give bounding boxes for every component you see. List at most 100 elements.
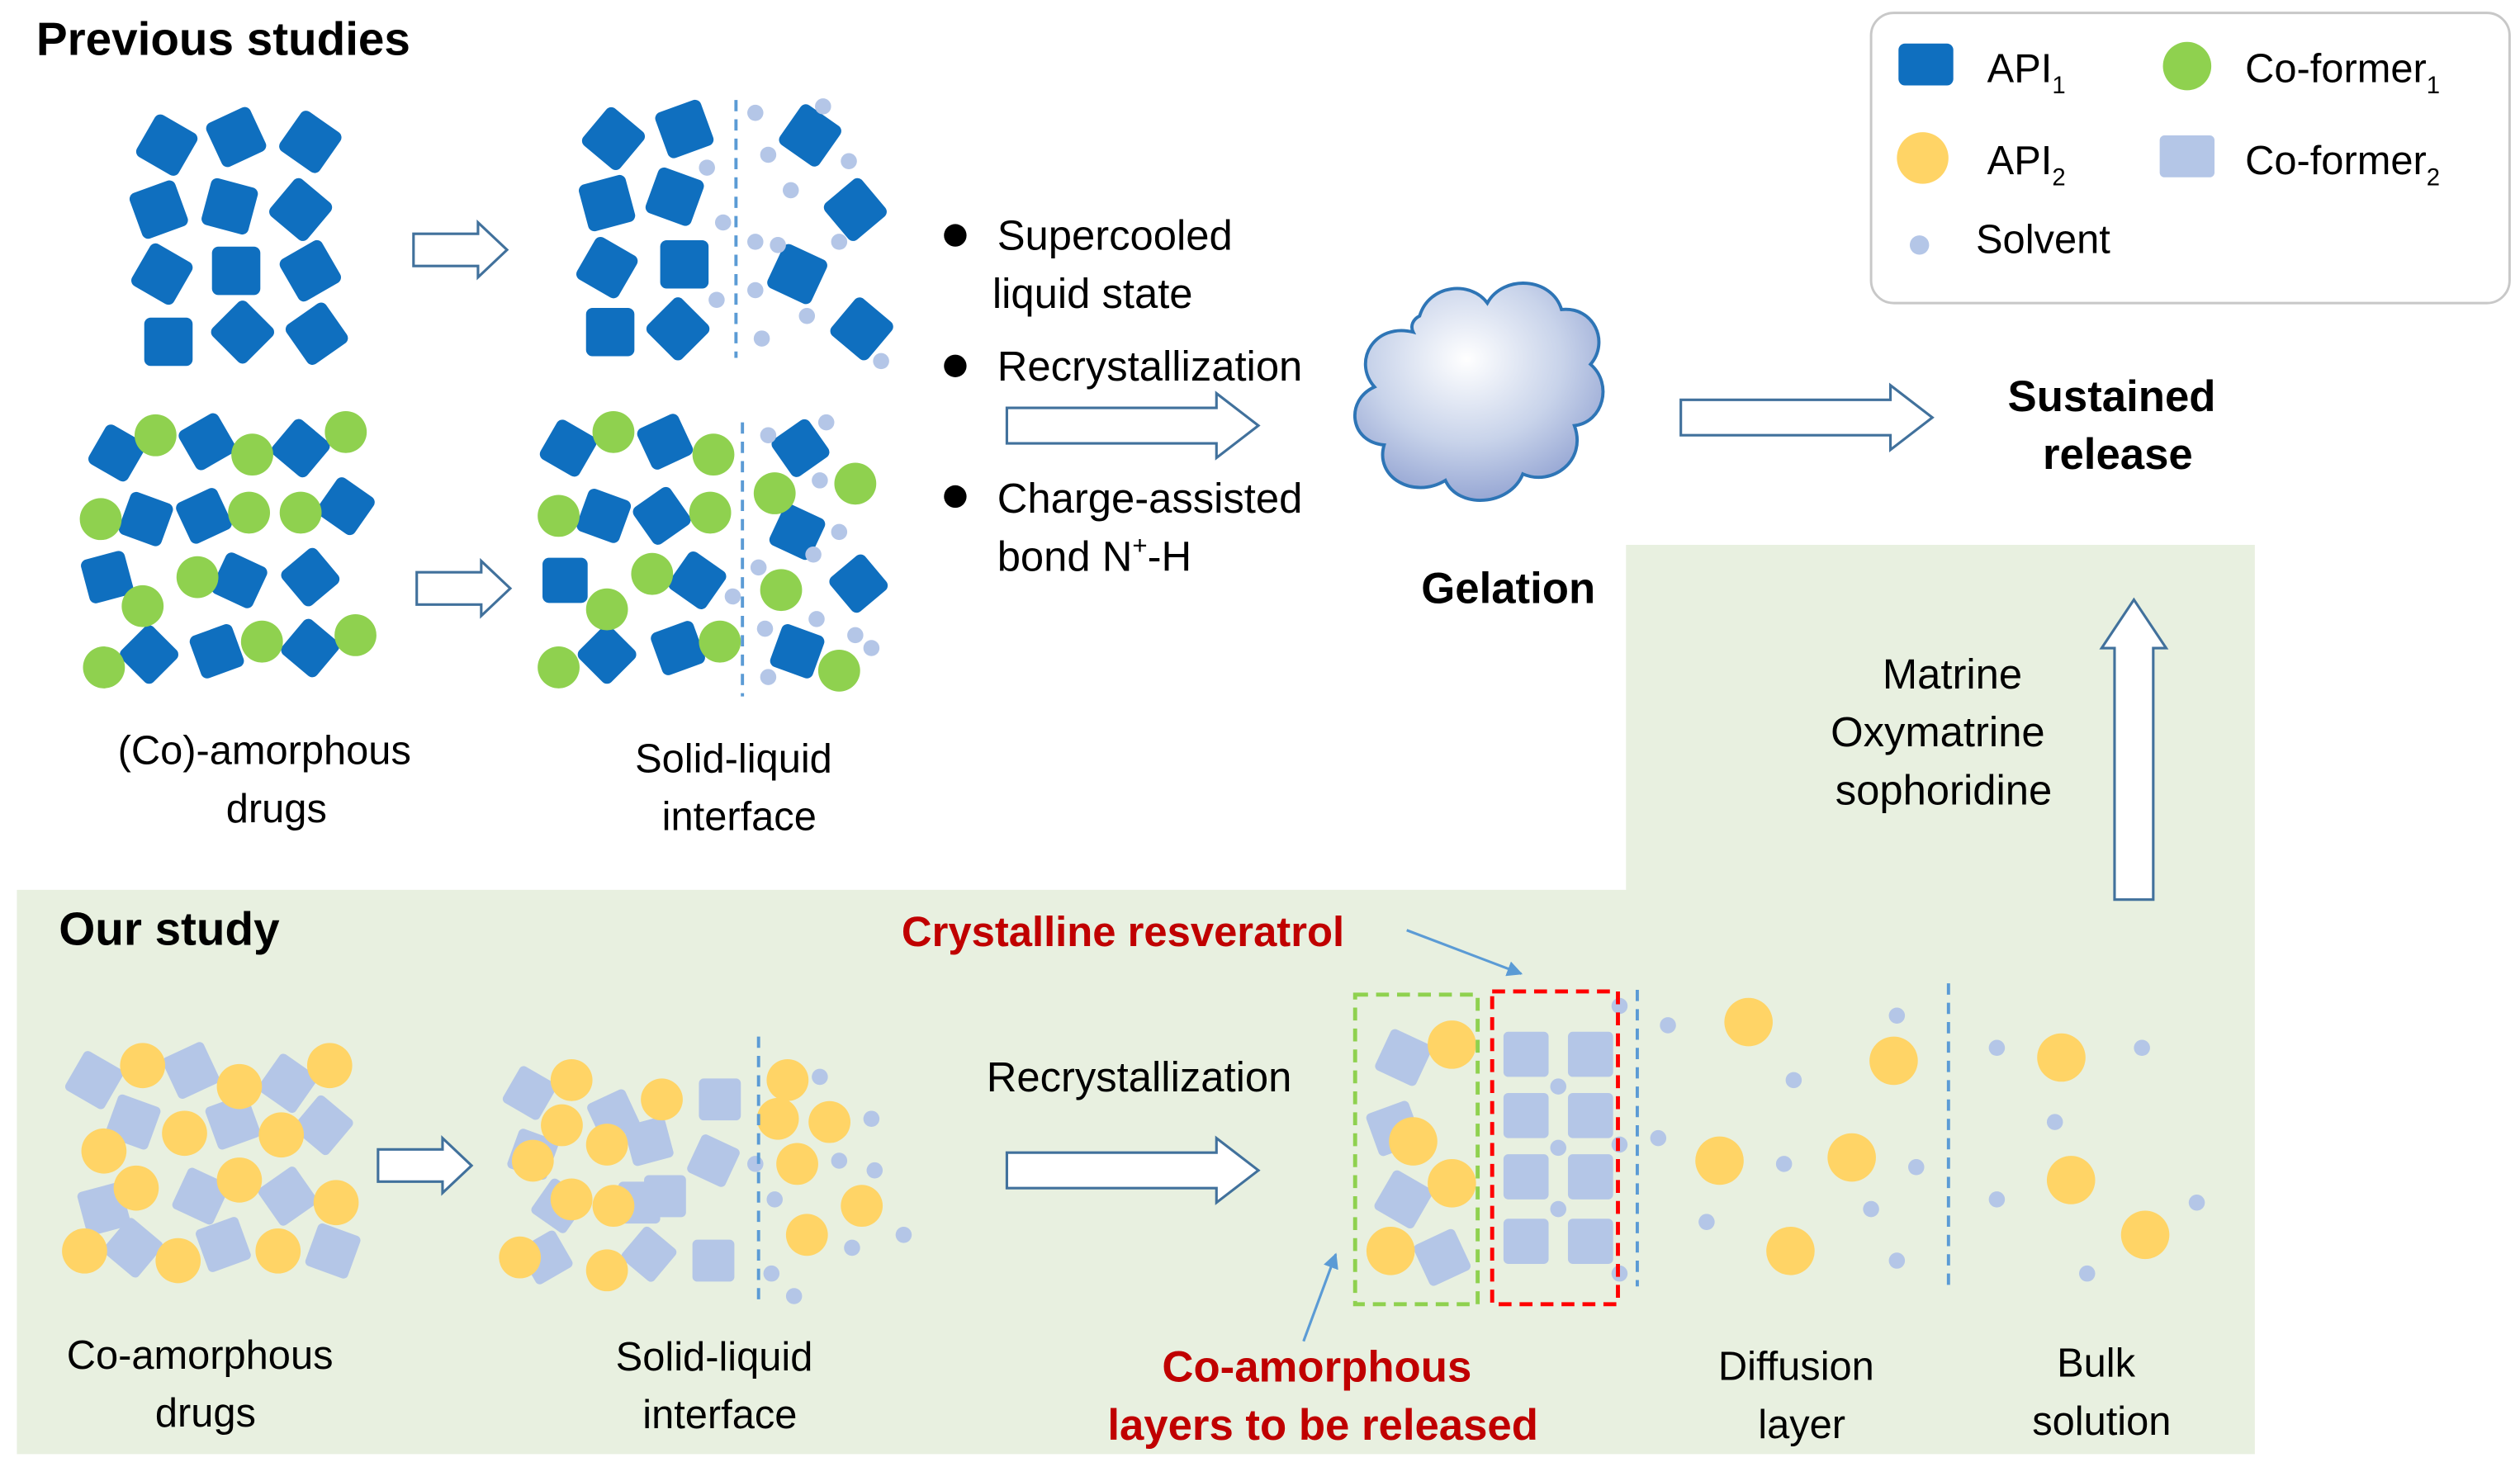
solvent-particle	[808, 611, 825, 627]
coformer1-particle	[279, 491, 322, 534]
solvent-particle	[847, 627, 864, 644]
api1-particle	[779, 104, 841, 167]
coformer2-particle	[305, 1223, 361, 1279]
api1-particle	[585, 307, 635, 357]
solvent-particle	[760, 146, 777, 163]
block-arrow	[412, 219, 509, 281]
api1-particle	[576, 489, 632, 543]
legend: API1 Co-former1 API2 Co-former2 Solvent	[1869, 12, 2511, 305]
solvent-particle	[2078, 1265, 2096, 1282]
solvent-particle	[1698, 1214, 1715, 1230]
coformer1-particle	[121, 584, 164, 627]
legend-api2-label: API2	[1987, 139, 2066, 192]
solvent-particle	[1660, 1017, 1676, 1034]
solvent-particle	[760, 427, 777, 444]
coformer2-particle	[102, 1218, 163, 1278]
our-amorphous-caption: Co-amorphous drugs	[67, 1333, 344, 1436]
api1-particle	[131, 243, 193, 305]
api1-particle	[88, 424, 145, 482]
api2-particle	[785, 1214, 828, 1256]
coformer1-particle	[834, 462, 877, 505]
api1-particle	[120, 625, 178, 684]
solvent-particle	[747, 104, 764, 121]
coformer1-particle	[538, 495, 580, 537]
crystal-coformer2-particle	[1567, 1031, 1613, 1077]
api2-particle	[306, 1043, 353, 1089]
coformer2-particle	[64, 1051, 124, 1110]
api1-particle	[651, 621, 705, 675]
api2-particle	[1695, 1136, 1744, 1185]
solvent-particle	[812, 472, 828, 489]
solvent-particle	[1888, 1007, 1906, 1024]
solvent-particle	[812, 1068, 828, 1086]
api2-particle	[2120, 1210, 2170, 1260]
coformer2-particle	[172, 1167, 230, 1225]
crystal-coformer2-particle	[1503, 1154, 1549, 1200]
crystal-coformer2-particle	[1567, 1219, 1613, 1264]
solvent-particle	[2134, 1039, 2150, 1057]
api1-particle	[823, 177, 887, 241]
coformer1-particle	[231, 433, 273, 476]
api1-particle	[577, 625, 637, 684]
api1-particle	[771, 419, 830, 477]
our-interface-caption: Solid-liquid interface	[616, 1335, 824, 1437]
api1-particle	[660, 239, 709, 289]
coformer1-particle	[228, 491, 271, 534]
api1-particle	[316, 477, 375, 536]
solvent-particle	[770, 237, 786, 253]
api2-particle	[841, 1185, 883, 1228]
api2-particle	[541, 1104, 583, 1147]
solvent-particle	[1550, 1139, 1567, 1157]
api2-particle	[550, 1178, 593, 1221]
previous-cointerface-particles	[538, 410, 888, 692]
solvent-particle	[785, 1288, 803, 1304]
solvent-particle	[866, 1162, 883, 1179]
mechanism-supercooled: Supercooled liquid state	[992, 212, 1244, 317]
solvent-particle	[841, 153, 857, 170]
coformer2-particle	[699, 1078, 741, 1121]
solvent-particle	[714, 214, 732, 231]
coformer1-particle	[689, 491, 732, 534]
solvent-particle	[1908, 1159, 1925, 1176]
block-arrow	[2099, 597, 2169, 901]
solvent-particle	[753, 330, 770, 347]
crystal-coformer2-particle	[1503, 1219, 1549, 1264]
api2-particle	[808, 1100, 851, 1143]
api1-particle	[176, 488, 232, 544]
crystal-coformer2-particle	[1503, 1092, 1549, 1138]
solvent-particle	[831, 1152, 848, 1169]
api2-particle	[113, 1165, 159, 1211]
api2-particle	[1766, 1227, 1815, 1275]
api1-particle	[269, 177, 333, 241]
our-recrystallization-label: Recrystallization	[987, 1053, 1292, 1100]
crystalline-resveratrol-label: Crystalline resveratrol	[902, 908, 1344, 955]
api2-particle	[1869, 1036, 1918, 1086]
legend-coformer1-swatch	[2162, 41, 2212, 91]
coformer1-particle	[79, 498, 122, 541]
api2-particle	[120, 1043, 166, 1089]
legend-solvent-swatch	[1909, 235, 1930, 255]
coformer2-particle	[1414, 1228, 1471, 1286]
api1-particle	[189, 624, 244, 679]
solvent-particle	[863, 1110, 880, 1127]
api1-particle	[539, 419, 597, 477]
mechanism-bond: bond N+-H	[997, 532, 1192, 580]
coformer1-particle	[817, 649, 860, 692]
coformer1-particle	[324, 410, 367, 453]
solvent-particle	[798, 307, 816, 324]
coamorphous-pointer-arrow	[1302, 1252, 1338, 1342]
solvent-particle	[766, 1191, 783, 1208]
previous-amorphous-caption: (Co)-amorphous drugs	[118, 729, 423, 831]
legend-api1-label: API1	[1987, 47, 2066, 100]
api1-particle	[271, 419, 330, 478]
coformer1-particle	[699, 620, 741, 663]
coformer2-particle	[502, 1066, 557, 1120]
coformer1-particle	[334, 613, 377, 656]
api1-particle	[135, 114, 198, 176]
bulk-solution-label: Bulk solution	[2032, 1342, 2171, 1444]
solvent-particle	[817, 414, 835, 431]
our-study-panel	[17, 545, 2255, 1455]
coformer2-particle	[1374, 1170, 1433, 1229]
compound-list: Matrine Oxymatrine sophoridine	[1831, 651, 2057, 814]
previous-interface-caption: Solid-liquid interface	[635, 736, 843, 839]
